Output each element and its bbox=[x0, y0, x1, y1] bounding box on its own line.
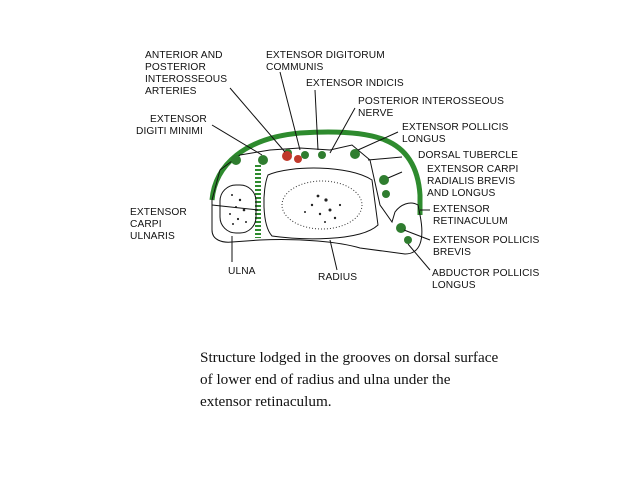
label-extensor-digiti-minimi: EXTENSOR DIGITI MINIMI bbox=[136, 114, 210, 137]
ulna-bone bbox=[219, 184, 257, 234]
radius-bone bbox=[263, 167, 379, 240]
tendon-edm bbox=[258, 155, 268, 165]
tendon-edc-2 bbox=[301, 151, 309, 159]
label-anterior-posterior-arteries: ANTERIOR AND POSTERIOR INTEROSSEOUS ARTE… bbox=[145, 50, 230, 97]
label-abductor-pollicis-longus: ABDUCTOR POLLICIS LONGUS bbox=[432, 268, 542, 291]
figure-caption: Structure lodged in the grooves on dorsa… bbox=[200, 349, 502, 410]
compartment-outline bbox=[211, 144, 423, 255]
label-extensor-digitorum-communis: EXTENSOR DIGITORUM COMMUNIS bbox=[266, 50, 388, 73]
arteries bbox=[282, 151, 302, 163]
label-extensor-indicis: EXTENSOR INDICIS bbox=[306, 78, 404, 89]
label-extensor-pollicis-brevis: EXTENSOR POLLICIS BREVIS bbox=[433, 235, 542, 258]
label-extensor-retinaculum: EXTENSOR RETINACULUM bbox=[433, 204, 508, 227]
tendon-apl bbox=[404, 236, 412, 244]
radius-dotted-inner bbox=[281, 180, 363, 230]
label-extensor-carpi-ulnaris: EXTENSOR CARPI ULNARIS bbox=[130, 207, 190, 242]
tendons bbox=[231, 149, 412, 244]
tendon-ei bbox=[318, 151, 326, 159]
label-posterior-interosseous-nerve: POSTERIOR INTEROSSEOUS NERVE bbox=[358, 96, 507, 119]
label-dorsal-tubercle: DORSAL TUBERCLE bbox=[418, 150, 518, 161]
label-extensor-carpi-radialis: EXTENSOR CARPI RADIALIS BREVIS AND LONGU… bbox=[427, 164, 521, 199]
artery-2 bbox=[294, 155, 302, 163]
tendon-ecr-1 bbox=[379, 175, 389, 185]
tendon-epl bbox=[350, 149, 360, 159]
tendon-ecu bbox=[231, 155, 241, 165]
radius-dots bbox=[304, 194, 342, 223]
artery-1 bbox=[282, 151, 292, 161]
extensor-retinaculum-band bbox=[209, 129, 423, 215]
label-extensor-pollicis-longus: EXTENSOR POLLICIS LONGUS bbox=[402, 122, 511, 145]
label-ulna: ULNA bbox=[228, 266, 256, 277]
tendon-ecr-2 bbox=[382, 190, 390, 198]
ulna-dots bbox=[229, 194, 247, 225]
leader-lines bbox=[211, 71, 431, 271]
tendon-epb bbox=[396, 223, 406, 233]
label-radius: RADIUS bbox=[318, 272, 357, 283]
